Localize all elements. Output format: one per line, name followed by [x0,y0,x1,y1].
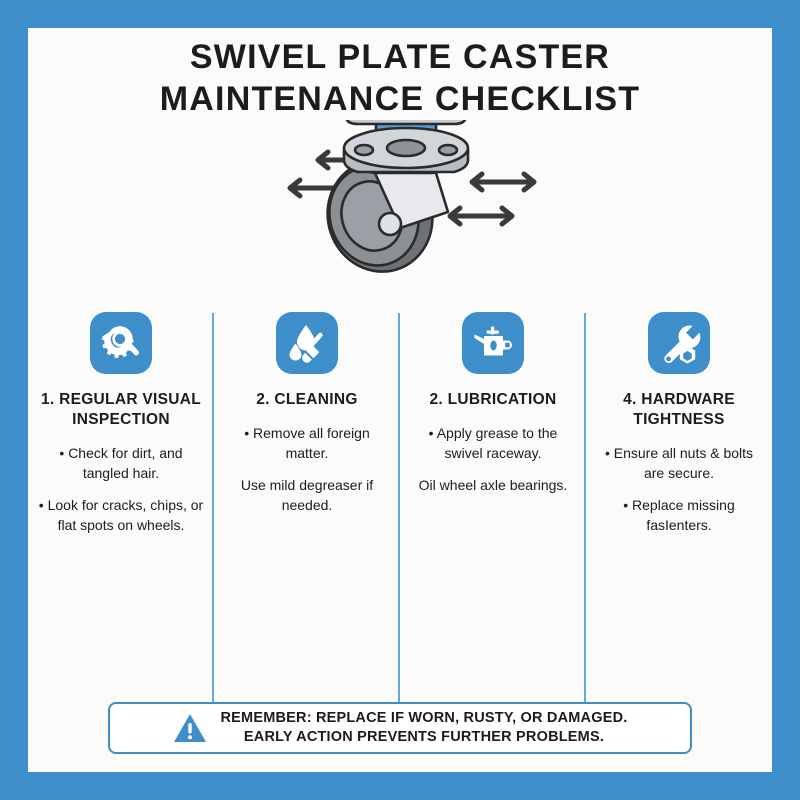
list-item: • Check for dirt, and tangled hair. [59,445,183,481]
checklist-column-hardware[interactable]: 4. HARDWARE TIGHTNESS • Ensure all nuts … [586,286,772,716]
checklist-items: • Ensure all nuts & bolts are secure. • … [594,444,764,548]
checklist-column-title: 2. LUBRICATION [429,391,557,408]
checklist-column-title: 1. REGULAR VISUAL INSPECTION [40,391,202,428]
reminder-line1: REMEMBER: REPLACE IF WORN, RUSTY, OR DAM… [220,710,628,726]
droplets-brush-icon [276,312,338,374]
list-item: • Replace missing fasIenters. [623,497,735,533]
swivel-plate-caster-illustration [28,96,772,300]
checklist-column-title: 4. HARDWARE TIGHTNESS [623,391,735,428]
oil-can-icon [462,312,524,374]
warning-triangle-icon [173,712,207,744]
checklist-items: • Check for dirt, and tangled hair. • Lo… [36,444,206,548]
column-divider [398,313,400,710]
wrench-nut-icon [648,312,710,374]
list-item: Use mild degreaser if needed. [240,477,374,513]
reminder-banner: REMEMBER: REPLACE IF WORN, RUSTY, OR DAM… [108,702,692,754]
list-item: • Look for cracks, chips, or flat spots … [38,497,204,533]
list-item: • Ensure all nuts & bolts are secure. [604,445,754,481]
checklist-column-cleaning[interactable]: 2. CLEANING • Remove all foreign matter.… [214,286,400,716]
checklist-items: • Remove all foreign matter. Use mild de… [222,424,392,528]
column-divider [212,313,214,710]
checklist-column-lubrication[interactable]: 2. LUBRICATION • Apply grease to the swi… [400,286,586,716]
checklist-columns: 1. REGULAR VISUAL INSPECTION • Check for… [28,286,772,716]
page-title-line1: SWIVEL PLATE CASTER [189,38,611,76]
reminder-text: REMEMBER: REPLACE IF WORN, RUSTY, OR DAM… [221,709,628,747]
list-item: • Apply grease to the swivel raceway. [428,425,558,461]
infographic-card: SWIVEL PLATE CASTER MAINTENANCE CHECKLIS… [28,28,772,772]
page-title: SWIVEL PLATE CASTER MAINTENANCE CHECKLIS… [28,36,772,120]
page-title-line2: MAINTENANCE CHECKLIST [159,80,641,118]
checklist-items: • Apply grease to the swivel raceway. Oi… [408,424,578,509]
checklist-column-inspection[interactable]: 1. REGULAR VISUAL INSPECTION • Check for… [28,286,214,716]
list-item: Oil wheel axle bearings. [418,477,568,493]
reminder-line2: EARLY ACTION PREVENTS FURTHER PROBLEMS. [243,729,605,745]
list-item: • Remove all foreign matter. [244,425,370,461]
magnifier-gear-icon [90,312,152,374]
column-divider [584,313,586,710]
checklist-column-title: 2. CLEANING [256,391,358,408]
